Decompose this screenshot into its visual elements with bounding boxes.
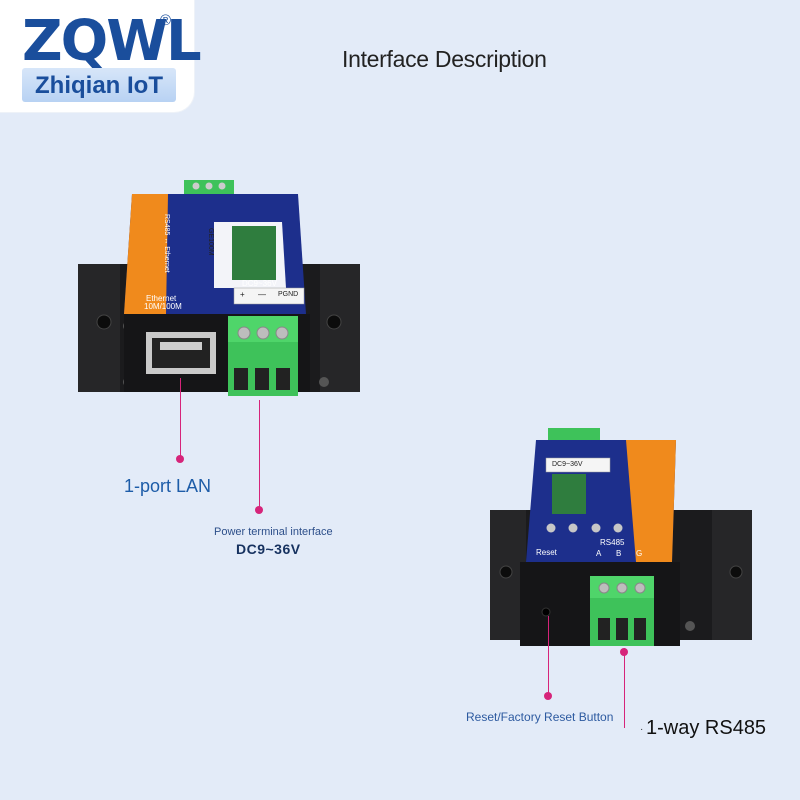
reset-callout: Reset/Factory Reset Button [466,710,614,724]
pin-b-label: B [616,549,622,558]
pin-g-label: G [636,549,643,558]
ethernet-label: Ethernet [146,294,177,303]
lan-callout: 1-port LAN [124,476,212,496]
power-callout-value: DC9~36V [236,541,301,557]
lan-leader-dot [176,455,184,463]
power-leader-dot [255,506,263,514]
lan-leader-line [180,378,181,460]
rs485-leader-dot [620,648,628,656]
power-rating-label-back: DC9~36V [552,461,583,468]
reset-leader-line [548,616,549,696]
power-callout-title: Power terminal interface [214,526,333,538]
rs485-callout: 1-way RS485 [646,717,767,739]
pgnd-label: PGND [278,291,299,298]
rs485-bullet: · [640,724,644,735]
rs485-leader-line [624,648,625,728]
logo-subtitle: Zhiqian IoT [35,72,163,99]
brand-logo: ZQWL [22,9,202,74]
rs485-label: RS485 [600,538,625,547]
minus-label: — [258,290,266,299]
plus-label: + [240,290,245,299]
ethernet-speed: 10M/100M [144,302,182,311]
logo-card: ZQWL ® Zhiqian IoT [0,0,202,112]
pin-a-label: A [596,549,602,558]
logo-subtitle-bar [22,68,176,102]
model-label: GE100M [207,228,214,256]
reset-label: Reset [536,548,557,557]
device-back-view [490,428,752,646]
registered-mark: ® [160,12,172,29]
device-front-view [78,180,360,396]
power-rating-label: DC9~36V [242,279,277,288]
rs485-ethernet-label: RS485 ↔ Ethernet [163,214,170,273]
page-title: Interface Description [342,46,547,72]
power-leader-line [259,400,260,510]
reset-leader-dot [544,692,552,700]
